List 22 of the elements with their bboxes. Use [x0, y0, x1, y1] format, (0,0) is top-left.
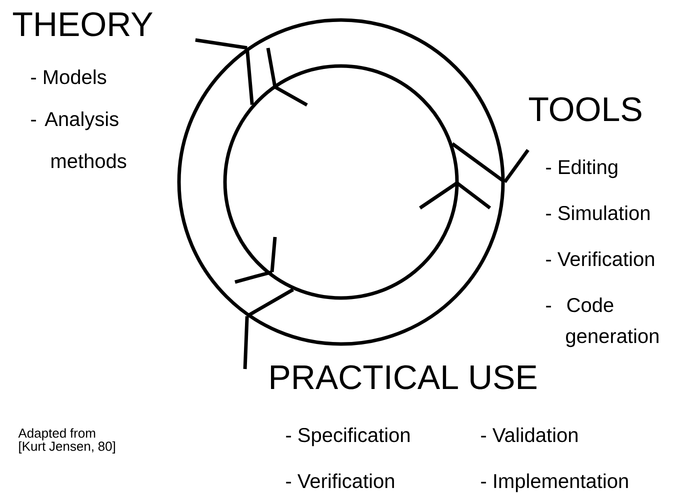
heading: PRACTICAL USE	[271, 365, 536, 390]
heading: TOOLS	[528, 97, 642, 122]
heading: THEORY	[12, 12, 153, 36]
cycle-circle	[223, 64, 459, 300]
list-item: - Editing	[546, 159, 618, 178]
list-item: - Code generation	[546, 297, 658, 348]
list-item: - Specification	[286, 427, 410, 446]
connector-line	[245, 48, 254, 105]
connector-line	[195, 38, 248, 50]
list-item: - Analysis methods	[31, 111, 126, 168]
list-item: - Implementation	[481, 473, 628, 492]
list-item: - Validation	[481, 427, 578, 442]
cycle-circle	[177, 18, 505, 346]
connector-line	[451, 142, 506, 184]
source-note: Adapted from [Kurt Jensen, 80]	[18, 428, 115, 454]
connector-line	[243, 316, 249, 370]
connector-line	[246, 288, 294, 318]
connector-line	[503, 148, 530, 184]
list-item: - Verification	[546, 251, 654, 266]
list-item: - Verification	[286, 473, 394, 488]
list-item: - Simulation	[546, 205, 650, 220]
list-item: - Models	[31, 69, 106, 84]
